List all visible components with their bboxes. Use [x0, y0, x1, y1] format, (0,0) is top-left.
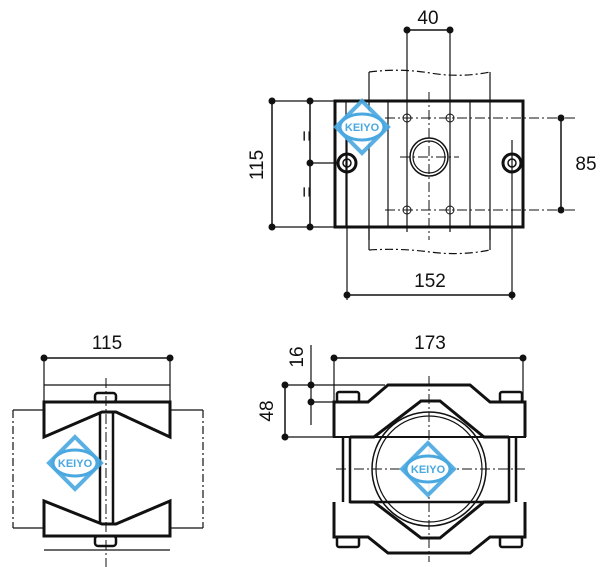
svg-text:KEIYO: KEIYO	[345, 122, 380, 134]
side-view	[12, 357, 204, 567]
dim-48: 48	[257, 400, 278, 421]
keiyo-logo-front: KEIYO	[400, 441, 456, 497]
equal-mark-lower: =	[295, 186, 316, 197]
dim-16: 16	[287, 346, 308, 367]
dim-173: 173	[414, 333, 446, 354]
dim-152: 152	[414, 271, 446, 292]
svg-text:KEIYO: KEIYO	[58, 458, 93, 470]
svg-text:KEIYO: KEIYO	[411, 464, 446, 476]
equal-mark-upper: =	[295, 130, 316, 141]
dim-40: 40	[417, 8, 438, 29]
top-view	[271, 28, 575, 300]
front-view	[284, 345, 527, 562]
keiyo-logo-top: KEIYO	[334, 99, 390, 155]
keiyo-logo-side: KEIYO	[47, 435, 103, 491]
dim-115-top: 115	[247, 150, 268, 180]
top-view-dim-dots	[268, 26, 565, 299]
dim-115-side: 115	[92, 333, 122, 354]
dim-85: 85	[575, 154, 596, 175]
